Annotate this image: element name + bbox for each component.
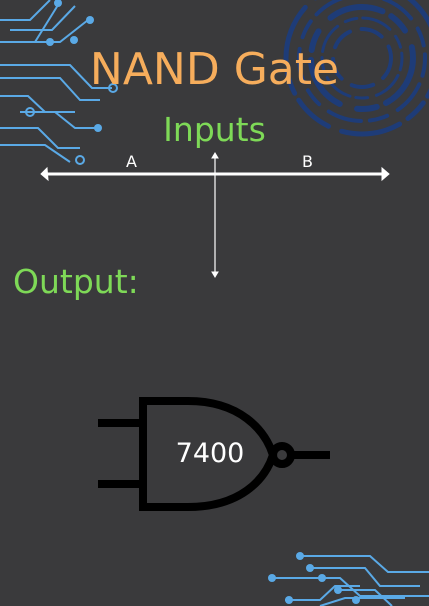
ring-decoration-icon bbox=[283, 0, 429, 137]
page-title: NAND Gate bbox=[89, 44, 340, 95]
input-a-label: A bbox=[126, 152, 137, 171]
inputs-heading: Inputs bbox=[163, 110, 266, 149]
input-wires-icon bbox=[40, 152, 390, 278]
circuit-traces-top-left-icon bbox=[0, 0, 118, 165]
input-b-label: B bbox=[302, 152, 313, 171]
output-heading: Output: bbox=[13, 262, 139, 301]
gate-chip-label: 7400 bbox=[175, 438, 245, 469]
